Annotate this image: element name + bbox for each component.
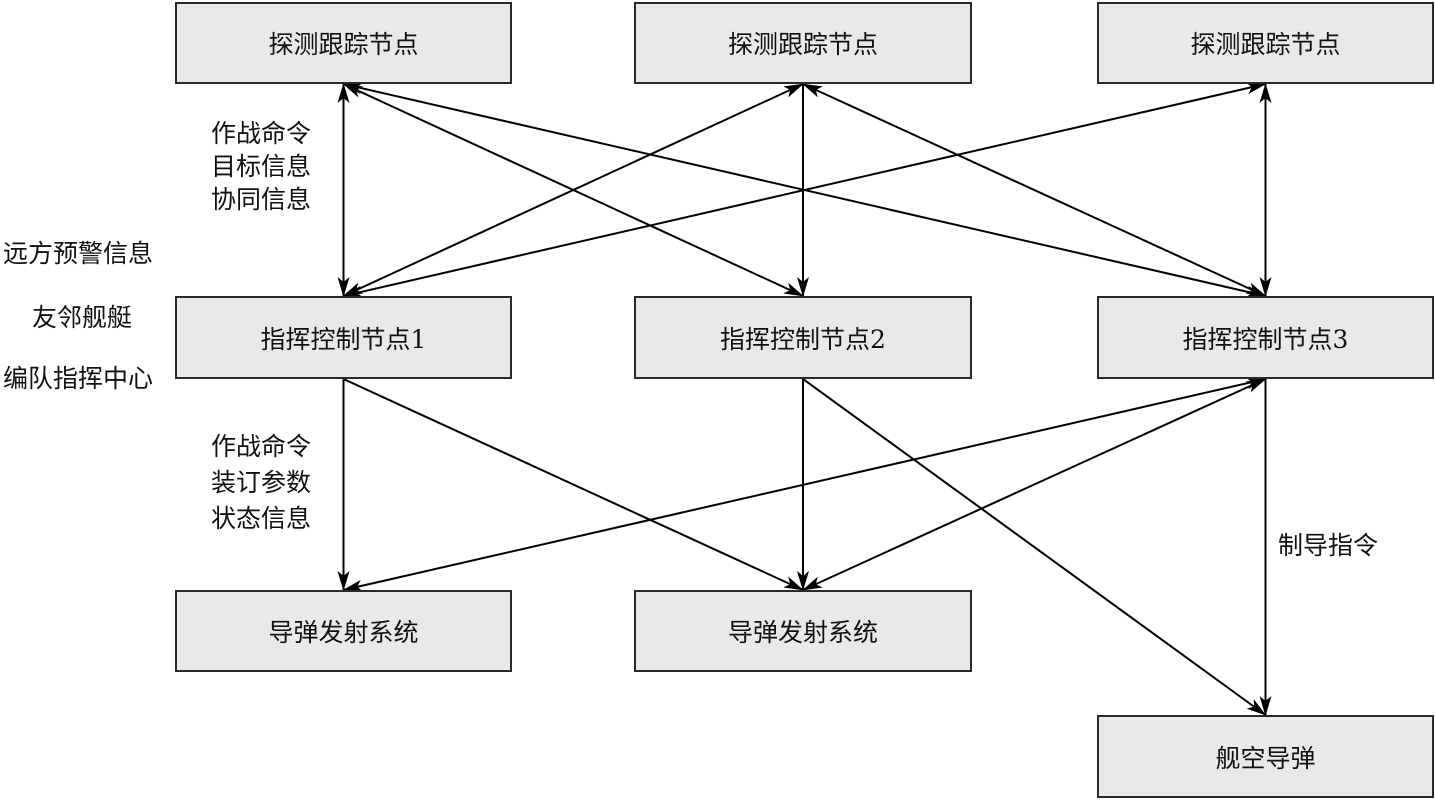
node-label: 指挥控制节点1 — [260, 324, 427, 354]
edge-control1-to-launch2 — [343, 378, 804, 591]
lower-link-labels: 作战命令 装订参数 状态信息 — [211, 429, 311, 537]
node-missile-launch-1: 导弹发射系统 — [175, 590, 512, 672]
edge-control3-to-launch2 — [802, 378, 1267, 591]
node-command-control-2: 指挥控制节点2 — [634, 296, 972, 379]
label-target-info: 目标信息 — [211, 152, 312, 181]
node-label: 舰空导弹 — [1215, 743, 1316, 773]
node-label: 指挥控制节点3 — [1182, 324, 1349, 354]
label-friendly-ships: 友邻舰艇 — [32, 303, 133, 332]
label-status-info: 状态信息 — [211, 504, 312, 533]
node-label: 导弹发射系统 — [268, 618, 419, 647]
node-label: 探测跟踪节点 — [268, 30, 419, 59]
label-combat-order: 作战命令 — [211, 432, 312, 461]
label-remote-warning: 远方预警信息 — [3, 239, 154, 268]
edge-control3-to-launch1 — [342, 377, 1267, 592]
label-binding-params: 装订参数 — [211, 468, 312, 497]
edge-detect3-to-control1 — [342, 82, 1267, 298]
label-combat-order: 作战命令 — [211, 119, 312, 148]
node-detect-track-3: 探测跟踪节点 — [1097, 2, 1434, 84]
upper-link-labels: 作战命令 目标信息 协同信息 — [211, 117, 311, 216]
node-label: 探测跟踪节点 — [727, 30, 878, 59]
node-command-control-1: 指挥控制节点1 — [175, 296, 512, 379]
node-ship-to-air-missile: 舰空导弹 — [1097, 715, 1434, 798]
node-label: 导弹发射系统 — [727, 618, 878, 647]
node-label: 探测跟踪节点 — [1190, 30, 1341, 59]
node-label: 指挥控制节点2 — [720, 324, 886, 354]
label-fleet-command-center: 编队指挥中心 — [3, 364, 154, 393]
node-missile-launch-2: 导弹发射系统 — [634, 590, 972, 672]
node-detect-track-2: 探测跟踪节点 — [634, 2, 972, 84]
edge-detect2-to-control3 — [802, 83, 1267, 297]
label-coordination-info: 协同信息 — [211, 185, 312, 214]
label-guidance-command: 制导指令 — [1278, 531, 1379, 560]
node-detect-track-1: 探测跟踪节点 — [175, 2, 512, 84]
node-command-control-3: 指挥控制节点3 — [1097, 296, 1434, 379]
